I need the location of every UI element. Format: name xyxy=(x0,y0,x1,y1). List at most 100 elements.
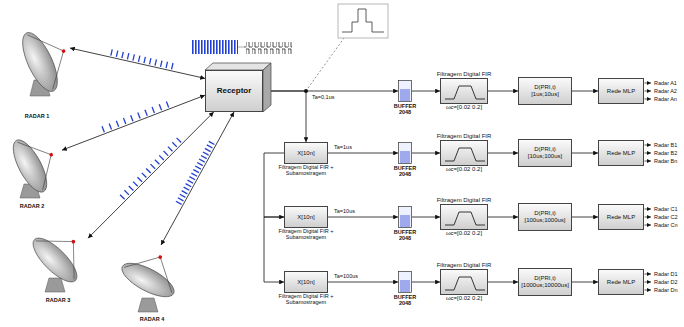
pulse xyxy=(191,173,197,176)
pulse xyxy=(138,56,139,62)
box-text: Rede MLP xyxy=(607,279,635,286)
junction-dot xyxy=(304,89,308,93)
receiver-top xyxy=(205,63,271,70)
pulse xyxy=(116,121,118,127)
box-text: Rede MLP xyxy=(607,88,635,95)
pri-histogram-box: D(PRI,t) [10us;100us] xyxy=(518,139,572,167)
buffer-slot xyxy=(400,281,410,282)
mlp-network-box: Rede MLP xyxy=(598,78,644,104)
pulse-train-illustration xyxy=(244,42,292,54)
radar-dish xyxy=(55,242,92,279)
connector xyxy=(264,217,284,282)
pulse xyxy=(201,155,207,158)
connector xyxy=(488,91,518,92)
pulse xyxy=(155,59,156,65)
buffer-slot xyxy=(400,291,410,292)
box-caption: BUFFER 2048 xyxy=(390,229,420,241)
zoom-waveform xyxy=(342,9,384,32)
pri-histogram-box: D(PRI,t) [1000us;10000us] xyxy=(518,268,572,296)
box-caption: Filtragem Digital FIR xyxy=(437,133,492,140)
buffer-slot xyxy=(400,92,410,93)
buffer-slot xyxy=(400,90,410,91)
pulse xyxy=(199,159,205,162)
radar-dish xyxy=(138,298,158,312)
radar-dish xyxy=(7,135,54,197)
sampling-label: Ta=100us xyxy=(333,273,359,279)
box-caption: Filtragem Digital FIR xyxy=(437,71,492,78)
buffer-slot xyxy=(400,94,410,95)
pulse xyxy=(195,166,201,169)
output-label: Radar Bn xyxy=(653,158,678,164)
pulse xyxy=(166,101,168,107)
pulse xyxy=(178,198,184,201)
buffer-block: BUFFER 2048 xyxy=(398,142,412,164)
radar-dish xyxy=(27,220,95,292)
pulse xyxy=(124,190,129,195)
decimator-box: X[10n]Filtragem Digital FIR + Subamostra… xyxy=(284,271,328,293)
radar-dish xyxy=(16,21,79,96)
pulse xyxy=(145,110,147,116)
connector xyxy=(264,153,284,217)
pulse xyxy=(186,184,192,187)
buffer-block: BUFFER 2048 xyxy=(398,206,412,228)
box-caption: RADAR 1 xyxy=(17,113,57,119)
buffer-slot xyxy=(400,287,410,288)
zoom-waveform xyxy=(308,4,388,88)
connector xyxy=(572,91,598,92)
fir-filter-box: Filtragem Digital FIRωc=[0.02 0.2] xyxy=(440,78,488,104)
buffer-slot xyxy=(400,226,410,227)
pulse xyxy=(159,155,164,160)
sampling-label: Ta=0,1us xyxy=(311,94,335,100)
box-caption: ωc=[0.02 0.2] xyxy=(446,166,482,173)
connector xyxy=(572,217,598,218)
radar-dish xyxy=(40,51,76,89)
connector xyxy=(412,153,440,154)
radar-dish xyxy=(158,255,163,260)
receiver-box: Receptor xyxy=(205,70,263,112)
radar-dish xyxy=(45,278,65,292)
pulse xyxy=(144,57,145,63)
buffer-slot xyxy=(400,160,410,161)
output-label: Radar An xyxy=(653,96,678,102)
buffer-slot xyxy=(400,222,410,223)
bandpass-icon xyxy=(441,79,489,105)
pulse-train-illustration xyxy=(192,40,292,54)
box-caption: ωc=[0.02 0.2] xyxy=(446,104,482,111)
receiver-side xyxy=(263,63,271,112)
radar-antenna: RADAR 4 xyxy=(122,245,182,315)
radar-dish xyxy=(7,128,67,196)
bandpass-curve xyxy=(445,86,485,99)
connector xyxy=(88,112,214,238)
radar-dish xyxy=(49,152,54,157)
pulse xyxy=(180,194,186,197)
pulse xyxy=(168,147,173,152)
pulse xyxy=(166,62,167,68)
mlp-network-box: Rede MLP xyxy=(598,140,644,166)
connector xyxy=(328,153,398,154)
buffer-slot xyxy=(400,218,410,219)
pulse xyxy=(172,63,173,69)
buffer-slot xyxy=(400,285,410,286)
pulse-train-illustration xyxy=(238,47,244,48)
box-text: X[10n] xyxy=(297,279,314,286)
output-label: Radar D1 xyxy=(653,271,679,277)
buffer-outline xyxy=(399,207,412,228)
radar-antenna: RADAR 1 xyxy=(4,30,70,112)
pulse xyxy=(159,104,161,110)
box-caption: Filtragem Digital FIR xyxy=(437,262,492,269)
bandpass-icon xyxy=(441,270,489,296)
output-label: Radar A2 xyxy=(653,88,678,94)
pulse xyxy=(146,168,151,173)
output-arrow xyxy=(645,217,652,218)
box-caption: BUFFER 2048 xyxy=(390,165,420,177)
pulse xyxy=(164,151,169,156)
output-arrow xyxy=(645,209,652,210)
pulse xyxy=(137,177,142,182)
buffer-slot xyxy=(400,152,410,153)
radar-antenna: RADAR 2 xyxy=(2,130,62,202)
box-text: Receptor xyxy=(217,86,252,95)
buffer-icon xyxy=(398,142,412,164)
pulse xyxy=(102,126,104,132)
pulse xyxy=(187,180,193,183)
